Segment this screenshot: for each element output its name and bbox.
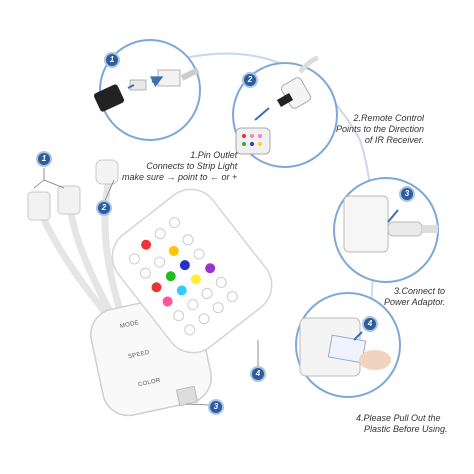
step4-text: 4.Please Pull Out the Plastic Before Usi… (356, 413, 448, 434)
step2-circle (232, 55, 338, 168)
step1-badge: 1 (106, 54, 118, 66)
pin-adapter-icon (129, 79, 147, 91)
step2-badge: 2 (244, 74, 256, 86)
step4-circle (295, 292, 401, 398)
step3-circle (333, 177, 439, 283)
pin-outlet-a-icon (27, 191, 51, 221)
leader-1 (33, 168, 65, 189)
plastic-tab-icon (327, 334, 367, 364)
step2-text: 2.Remote Control Points to the Direction… (336, 113, 425, 145)
step3-text: 3.Connect to Power Adaptor. (384, 286, 446, 307)
pin-outlet-b-icon (57, 185, 81, 215)
left-badge-3: 3 (210, 401, 222, 413)
remote-badge-4: 4 (252, 368, 264, 380)
finger-icon (359, 350, 391, 370)
left-badge-2: 2 (98, 202, 110, 214)
controller-end-icon (343, 195, 389, 253)
step1-text: 1.Pin Outlet Connects to Strip Light mak… (122, 150, 238, 182)
left-badge-1: 1 (38, 153, 50, 165)
remote-control-icon (235, 127, 271, 155)
leader-3 (185, 403, 211, 406)
power-port-icon (175, 385, 199, 407)
step1-circle (93, 39, 201, 141)
ir-receiver-plug-icon (95, 159, 119, 185)
strip-socket-icon (157, 69, 181, 87)
remote-control (111, 188, 273, 354)
power-jack-icon (387, 221, 423, 237)
leader-2 (102, 179, 115, 206)
step3-badge: 3 (401, 188, 413, 200)
step4-badge: 4 (364, 318, 376, 330)
connector-plug-icon (93, 84, 125, 112)
